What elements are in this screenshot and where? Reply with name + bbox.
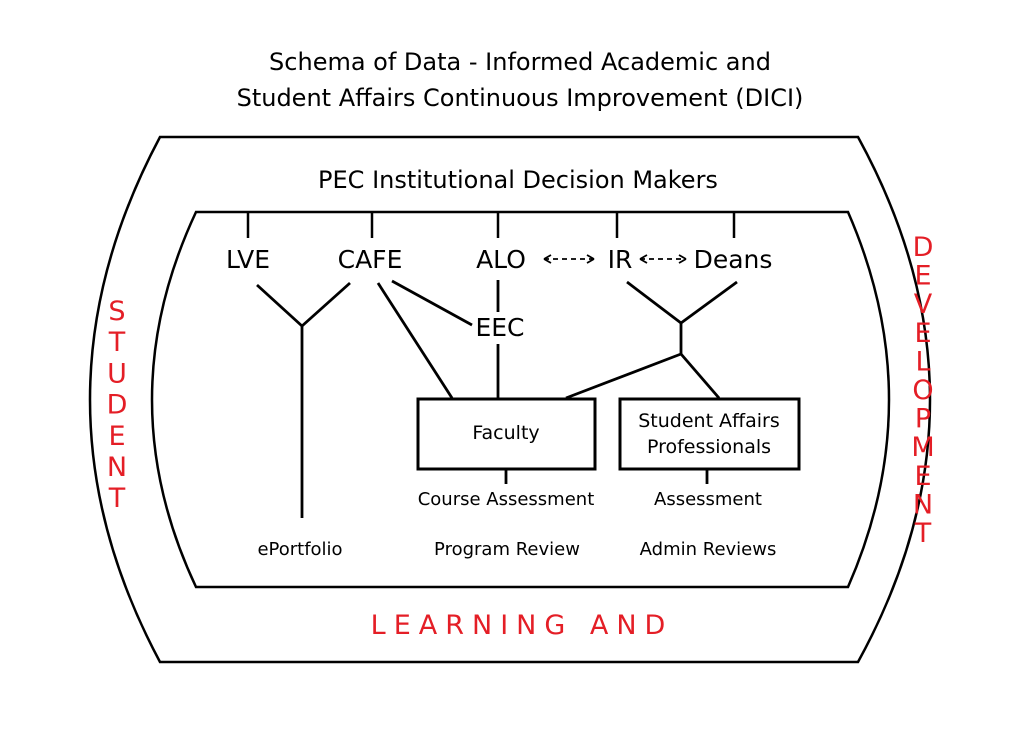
right-vertical-letter: D — [913, 232, 934, 263]
learning-and-text: LEARNING AND — [371, 610, 674, 641]
left-vertical-letter: N — [107, 452, 127, 483]
left-vertical-letter: D — [107, 390, 128, 421]
decision-makers-header: PEC Institutional Decision Makers — [318, 166, 718, 194]
node-eec: EEC — [475, 313, 524, 342]
right-vertical-letter: P — [915, 404, 931, 435]
right-vertical-letter: V — [914, 289, 933, 320]
right-vertical-letter: E — [914, 261, 931, 292]
assessment-label: Assessment — [654, 489, 762, 510]
node-lve: LVE — [226, 245, 270, 274]
right-vertical-letter: L — [915, 346, 930, 377]
arrow-alo-ir — [543, 254, 595, 264]
student-affairs-box — [618, 397, 801, 471]
title-line-2: Student Affairs Continuous Improvement (… — [237, 84, 804, 112]
faculty-label: Faculty — [472, 422, 539, 444]
node-alo: ALO — [476, 245, 526, 274]
course-assessment-label: Course Assessment — [418, 489, 595, 510]
student-affairs-label-1: Student Affairs — [638, 410, 780, 432]
right-vertical-letter: M — [911, 432, 934, 463]
title-line-1: Schema of Data - Informed Academic and — [269, 48, 771, 76]
right-vertical-letter: E — [914, 461, 931, 492]
right-vertical-letter: T — [914, 518, 932, 549]
left-vertical-letter: T — [108, 327, 126, 358]
program-review-label: Program Review — [434, 539, 580, 560]
header-stubs — [246, 212, 736, 238]
node-deans: Deans — [694, 245, 773, 274]
right-vertical-letter: O — [912, 375, 933, 406]
left-vertical-letter: E — [108, 421, 125, 452]
student-affairs-label-2: Professionals — [647, 436, 771, 458]
eportfolio-label: ePortfolio — [257, 539, 342, 560]
left-vertical-letter: T — [108, 483, 126, 514]
admin-reviews-label: Admin Reviews — [640, 539, 777, 560]
left-vertical-letter: U — [107, 358, 127, 389]
inner-frame — [150, 210, 891, 589]
left-vertical-letter: S — [108, 296, 125, 327]
node-ir: IR — [608, 245, 633, 274]
arrow-ir-deans — [639, 254, 687, 264]
connector-lines — [256, 279, 738, 518]
node-cafe: CAFE — [338, 245, 403, 274]
outer-frame — [88, 135, 932, 664]
right-vertical-letter: E — [914, 318, 931, 349]
faculty-box — [416, 397, 597, 471]
right-vertical-letter: N — [913, 489, 933, 520]
